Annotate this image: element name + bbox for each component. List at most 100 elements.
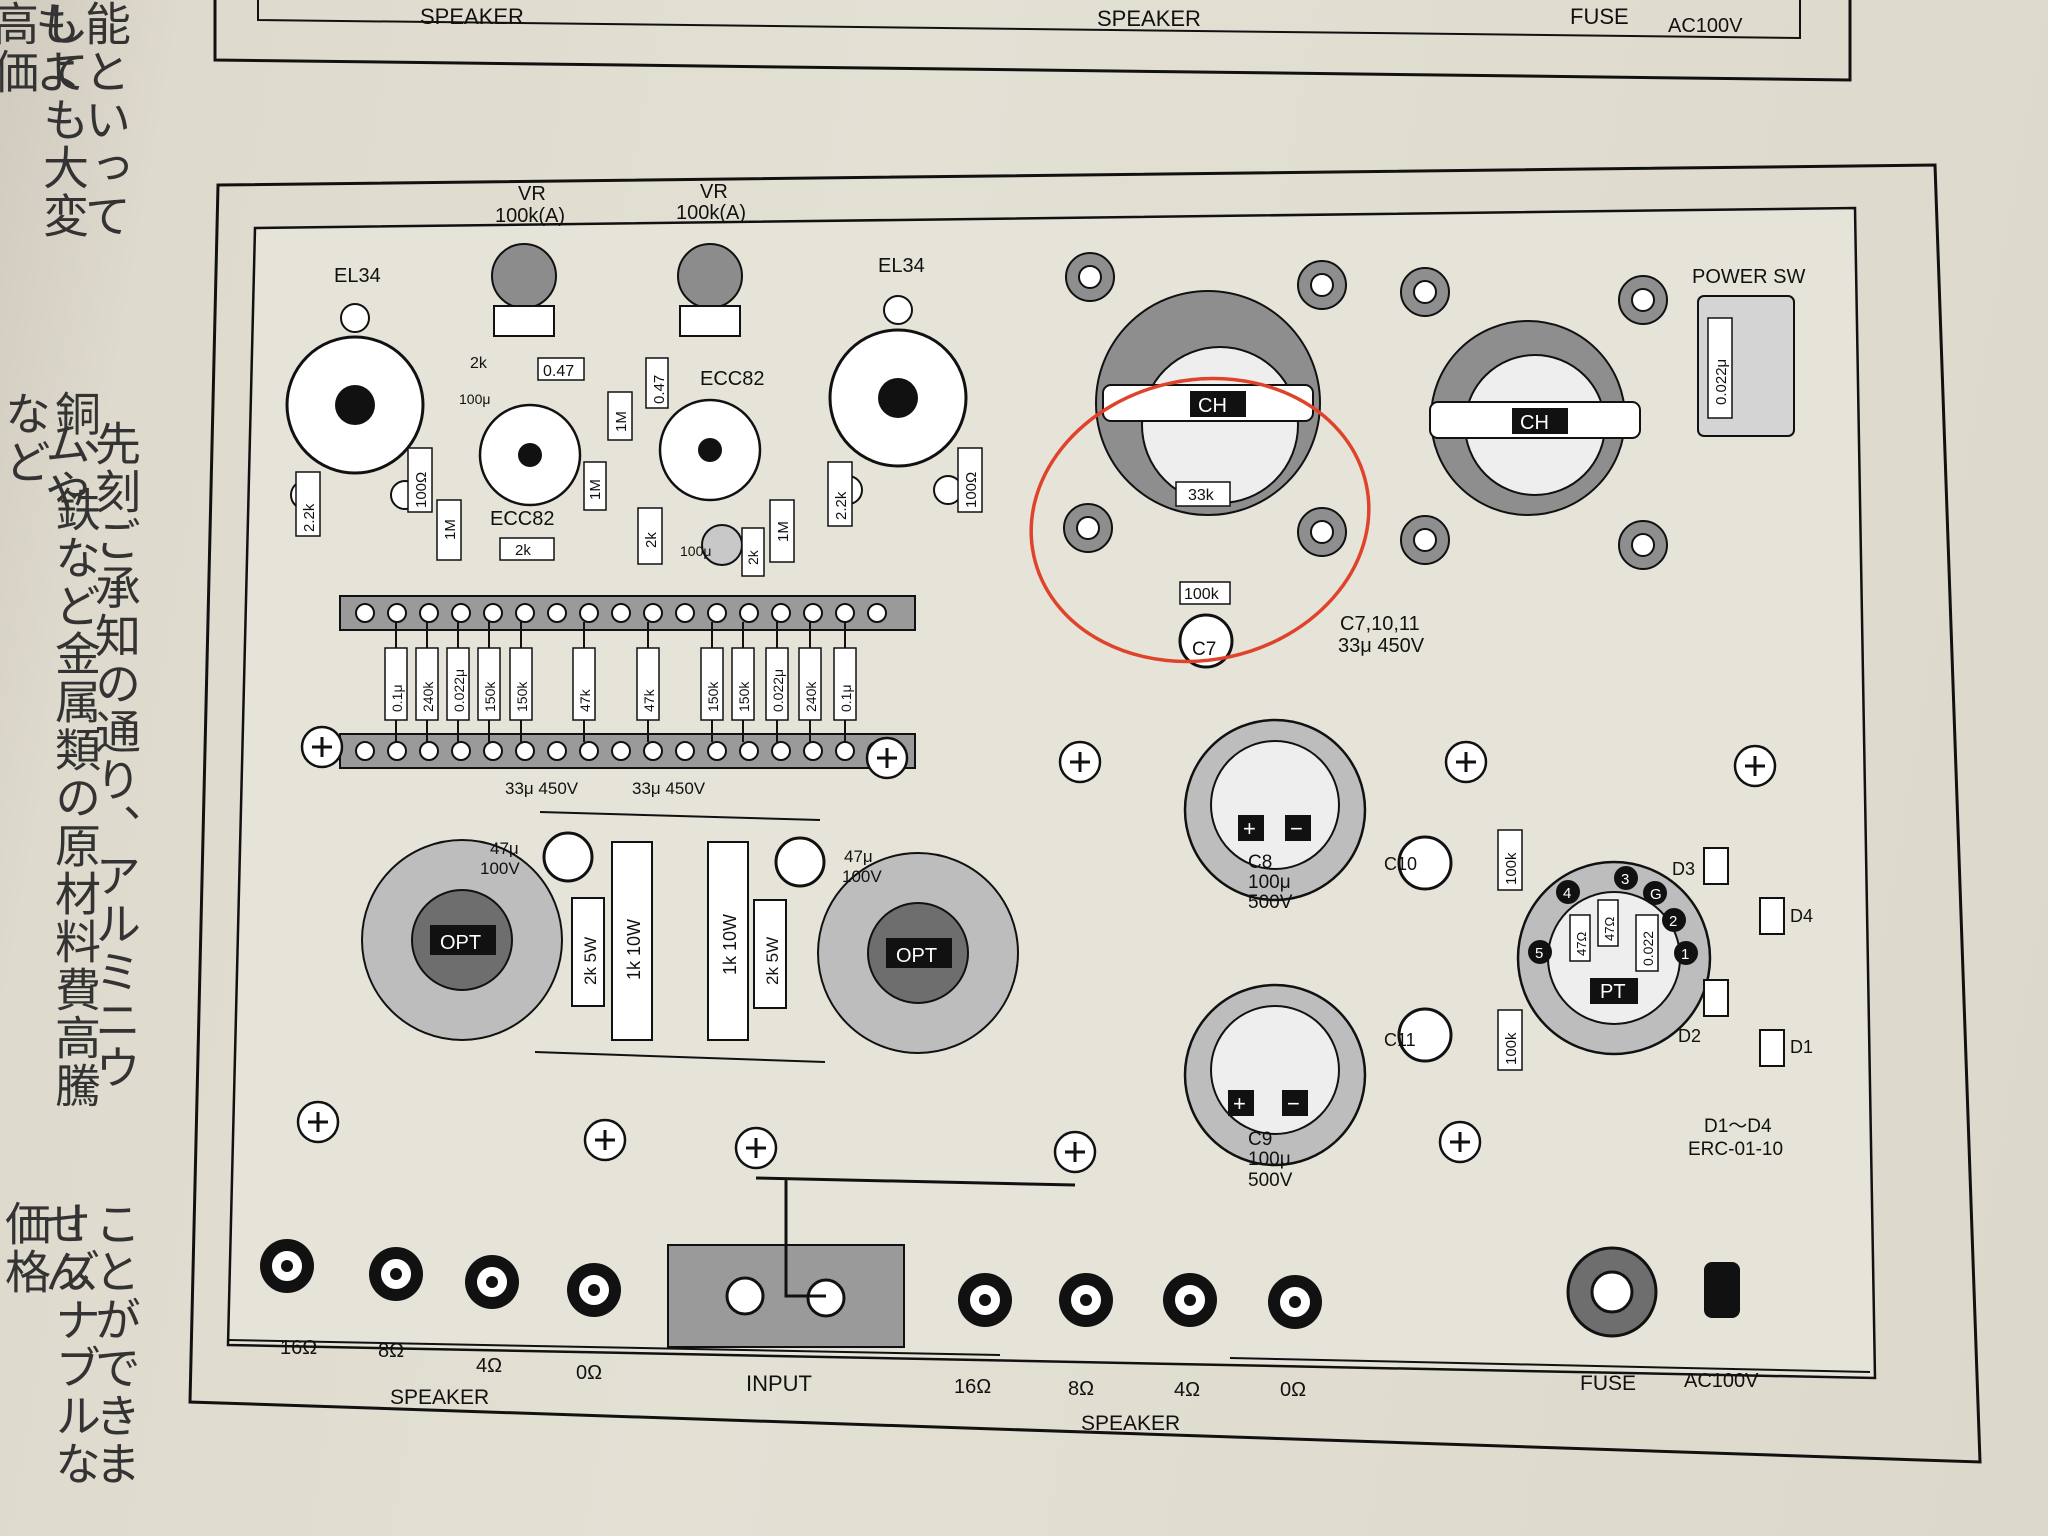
top-fuse: FUSE [1570, 4, 1629, 29]
strip-part-body [477, 647, 501, 721]
tube-ecc82-left: ECC82 100μ 2k 1M 1M [436, 391, 607, 561]
pt-r47-b: 47Ω [1602, 917, 1617, 941]
r-047-a-body [537, 357, 585, 381]
pt-pin [1674, 941, 1698, 965]
pt-pin [1556, 880, 1580, 904]
strip-part-label: 150k [514, 681, 530, 712]
outer-frame [188, 163, 1982, 1464]
el34-right-label: EL34 [878, 255, 925, 277]
strip-part-body [572, 647, 596, 721]
vr-left-title: VR [518, 183, 546, 205]
left-16-label: 16Ω [280, 1337, 317, 1359]
d3-label: D3 [1672, 859, 1695, 879]
pt-r47-a: 47Ω [1574, 932, 1589, 956]
strip-lug [867, 603, 887, 623]
opt-left: OPT [440, 932, 481, 954]
tube-el34-right: EL34 2.2k 100Ω [827, 255, 983, 527]
diode-note-1: D1〜D4 [1704, 1116, 1772, 1137]
pt-pin-label: 1 [1681, 946, 1689, 963]
pt-pin-label: 5 [1535, 945, 1543, 962]
strip-lug [643, 741, 663, 761]
strip-lug [515, 603, 535, 623]
pt-pin [1614, 866, 1638, 890]
strip-part-label: 240k [420, 681, 436, 712]
tube-el34-left: EL34 2.2k 100Ω [285, 265, 433, 537]
input-panel [667, 1176, 1076, 1348]
strip-part-body [700, 647, 724, 721]
vr-left: VR 100k(A) 2k 0.47 [470, 183, 585, 381]
res-1k10w-right: 1k 10W [720, 914, 740, 975]
cap-100v-right: 100V [842, 867, 882, 886]
side-text-col3: 銅、鉄など金属類の原材料費高騰など [0, 390, 102, 1110]
strip-lug [355, 741, 375, 761]
c-100u-left: 100μ [459, 391, 490, 407]
bottom-labels: 16Ω 8Ω 4Ω 0Ω SPEAKER INPUT 16Ω 8Ω 4Ω 0Ω … [227, 1337, 1871, 1435]
side-text-col4: 先刻ご承知の通り、アルミニウムや [38, 420, 142, 1092]
r-047-a: 0.47 [543, 363, 574, 380]
side-text-col1: 能といってもよ [28, 0, 132, 240]
strip-part-label: 150k [482, 681, 498, 712]
vr-right-terminals [679, 305, 741, 337]
res-2k5w-right: 2k 5W [763, 937, 782, 985]
strip-lug [739, 603, 759, 623]
red-annotation-circle [1029, 376, 1371, 664]
strip-lug [707, 741, 727, 761]
pt-pin [1528, 940, 1552, 964]
r-1m-b: 1M [587, 479, 604, 500]
vr-left-value: 100k(A) [495, 205, 565, 227]
strip-part-body [384, 647, 408, 721]
strip-lug [611, 603, 631, 623]
r-2-2k-right: 2.2k [833, 491, 850, 520]
strip-lug [387, 603, 407, 623]
ac100v-label: AC100V [1684, 1370, 1759, 1392]
pt-pin-label: 4 [1563, 885, 1571, 902]
c9-value: 100μ [1248, 1149, 1291, 1170]
chassis-outline [226, 206, 1877, 1380]
c9-minus: − [1287, 1091, 1300, 1116]
c8-value: 100μ [1248, 872, 1291, 893]
r-1m-a: 1M [442, 519, 459, 540]
strip-lug [771, 603, 791, 623]
r-100ohm-left: 100Ω [413, 472, 430, 508]
speaker-jacks [260, 1239, 1322, 1329]
vr-right-title: VR [700, 181, 728, 203]
pt-pin-label: 3 [1621, 871, 1629, 888]
strip-part-body [833, 647, 857, 721]
strip-lug [483, 741, 503, 761]
r-047-b: 0.47 [651, 375, 668, 404]
strip-lug [451, 603, 471, 623]
strip-part-body [765, 647, 789, 721]
strip-lug [579, 603, 599, 623]
pt-label: PT [1600, 981, 1626, 1003]
tube-ecc82-right: ECC82 1M 2k 100μ 2k 1M [607, 368, 795, 577]
strip-lug [451, 741, 471, 761]
left-8-label: 8Ω [378, 1340, 404, 1362]
vr-left-terminals [493, 305, 555, 337]
strip-lug [803, 741, 823, 761]
left-4-label: 4Ω [476, 1355, 502, 1377]
left-0-label: 0Ω [576, 1362, 602, 1384]
strip-part-body [415, 647, 439, 721]
right-0-label: 0Ω [1280, 1379, 1306, 1401]
strip-lug [547, 741, 567, 761]
vr-right: VR 100k(A) 0.47 [645, 181, 746, 409]
strip-lug [643, 603, 663, 623]
c11-label: C11 [1384, 1030, 1416, 1050]
mount-holes [296, 252, 1777, 1174]
res-2k5w-left: 2k 5W [581, 937, 600, 985]
vr-left-knob [491, 243, 557, 309]
top-speaker-left: SPEAKER [420, 4, 524, 29]
right-4-label: 4Ω [1174, 1379, 1200, 1401]
top-speaker-mid: SPEAKER [1097, 6, 1201, 31]
c9-label: C9 [1248, 1129, 1272, 1150]
strip-part-body [731, 647, 755, 721]
d1-label: D1 [1790, 1037, 1813, 1057]
strip-lug [675, 603, 695, 623]
pt-pin [1643, 881, 1667, 905]
pt-pin-label: 2 [1669, 913, 1677, 930]
opt-right: OPT [896, 945, 937, 967]
strip-part-label: 0.022μ [451, 669, 467, 712]
strip-part-body [446, 647, 470, 721]
top-fragment: SPEAKER SPEAKER FUSE AC100V [213, 0, 1852, 82]
side-text-col6: ーズナブルな価格 [0, 1200, 102, 1488]
